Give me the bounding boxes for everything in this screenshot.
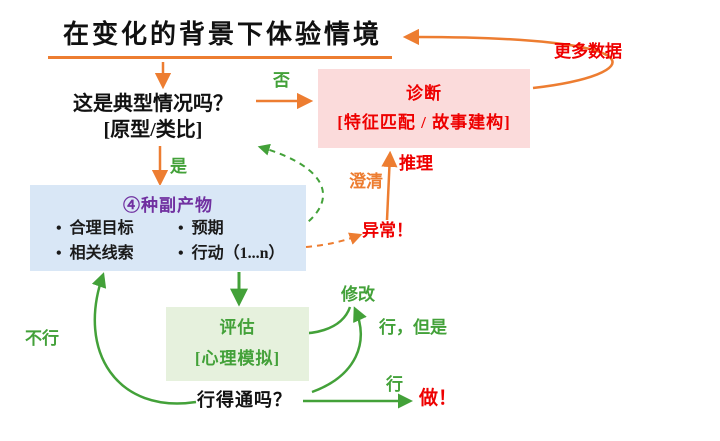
typical-situation-question: 这是典型情况吗？ [原型/类比] bbox=[56, 91, 250, 143]
bullet-text: 行动（1...n） bbox=[191, 245, 285, 262]
byproducts-row: • 合理目标 • 预期 bbox=[30, 216, 306, 241]
byproducts-title: ④种副产物 bbox=[123, 196, 213, 215]
evaluate-line2: [心理模拟] bbox=[194, 349, 281, 368]
byproducts-row: • 相关线索 • 行动（1...n） bbox=[30, 241, 306, 266]
edge-label-inference: 推理 bbox=[399, 154, 433, 173]
diagnosis-node: 诊断 [特征匹配 / 故事建构] bbox=[318, 69, 530, 148]
bullet-item: • 预期 bbox=[178, 220, 224, 237]
byproducts-node: ④种副产物 • 合理目标 • 预期 • 相关线索 • 行动（1...n） bbox=[30, 185, 306, 271]
bullet-glyph: • bbox=[178, 220, 184, 237]
bullet-glyph: • bbox=[178, 245, 184, 262]
diagram-title: 在变化的背景下体验情境 bbox=[63, 20, 383, 49]
bullet-text: 相关线索 bbox=[69, 245, 134, 262]
evaluate-node: 评估 [心理模拟] bbox=[166, 307, 309, 381]
edge-label-anomaly: 异常！ bbox=[362, 221, 413, 240]
bullet-text: 预期 bbox=[191, 220, 224, 237]
bullet-item: • 行动（1...n） bbox=[178, 245, 285, 262]
bullet-glyph: • bbox=[56, 245, 62, 262]
workable-question: 行得通吗？ bbox=[197, 390, 292, 410]
edge-label-workable: 行 bbox=[386, 375, 403, 394]
title-underline bbox=[48, 56, 392, 59]
arrow-anomaly-to-diagnosis bbox=[381, 150, 398, 221]
diagnosis-line1: 诊断 bbox=[406, 83, 442, 103]
edge-label-clarify: 澄清 bbox=[349, 172, 383, 191]
edge-label-no: 否 bbox=[273, 71, 290, 90]
edge-label-more-data: 更多数据 bbox=[554, 42, 622, 61]
bullet-text: 合理目标 bbox=[69, 220, 134, 237]
bullet-item: • 合理目标 bbox=[56, 216, 174, 241]
dashed-arrow-byproducts-to-anomaly bbox=[305, 232, 363, 248]
typical-question-line1: 这是典型情况吗？ bbox=[73, 93, 233, 115]
do-action: 做！ bbox=[419, 388, 458, 409]
arrow-workable-to-modify bbox=[311, 306, 367, 394]
edge-label-modify: 修改 bbox=[341, 285, 375, 304]
bullet-glyph: • bbox=[56, 220, 62, 237]
typical-question-line2: [原型/类比] bbox=[103, 119, 203, 141]
edge-label-not-workable: 不行 bbox=[25, 329, 59, 348]
evaluate-line1: 评估 bbox=[219, 318, 256, 338]
bullet-item: • 相关线索 bbox=[56, 241, 174, 266]
edge-label-yes: 是 bbox=[170, 157, 187, 176]
diagnosis-line2: [特征匹配 / 故事建构] bbox=[337, 112, 511, 132]
edge-label-yes-but: 行，但是 bbox=[379, 318, 447, 337]
